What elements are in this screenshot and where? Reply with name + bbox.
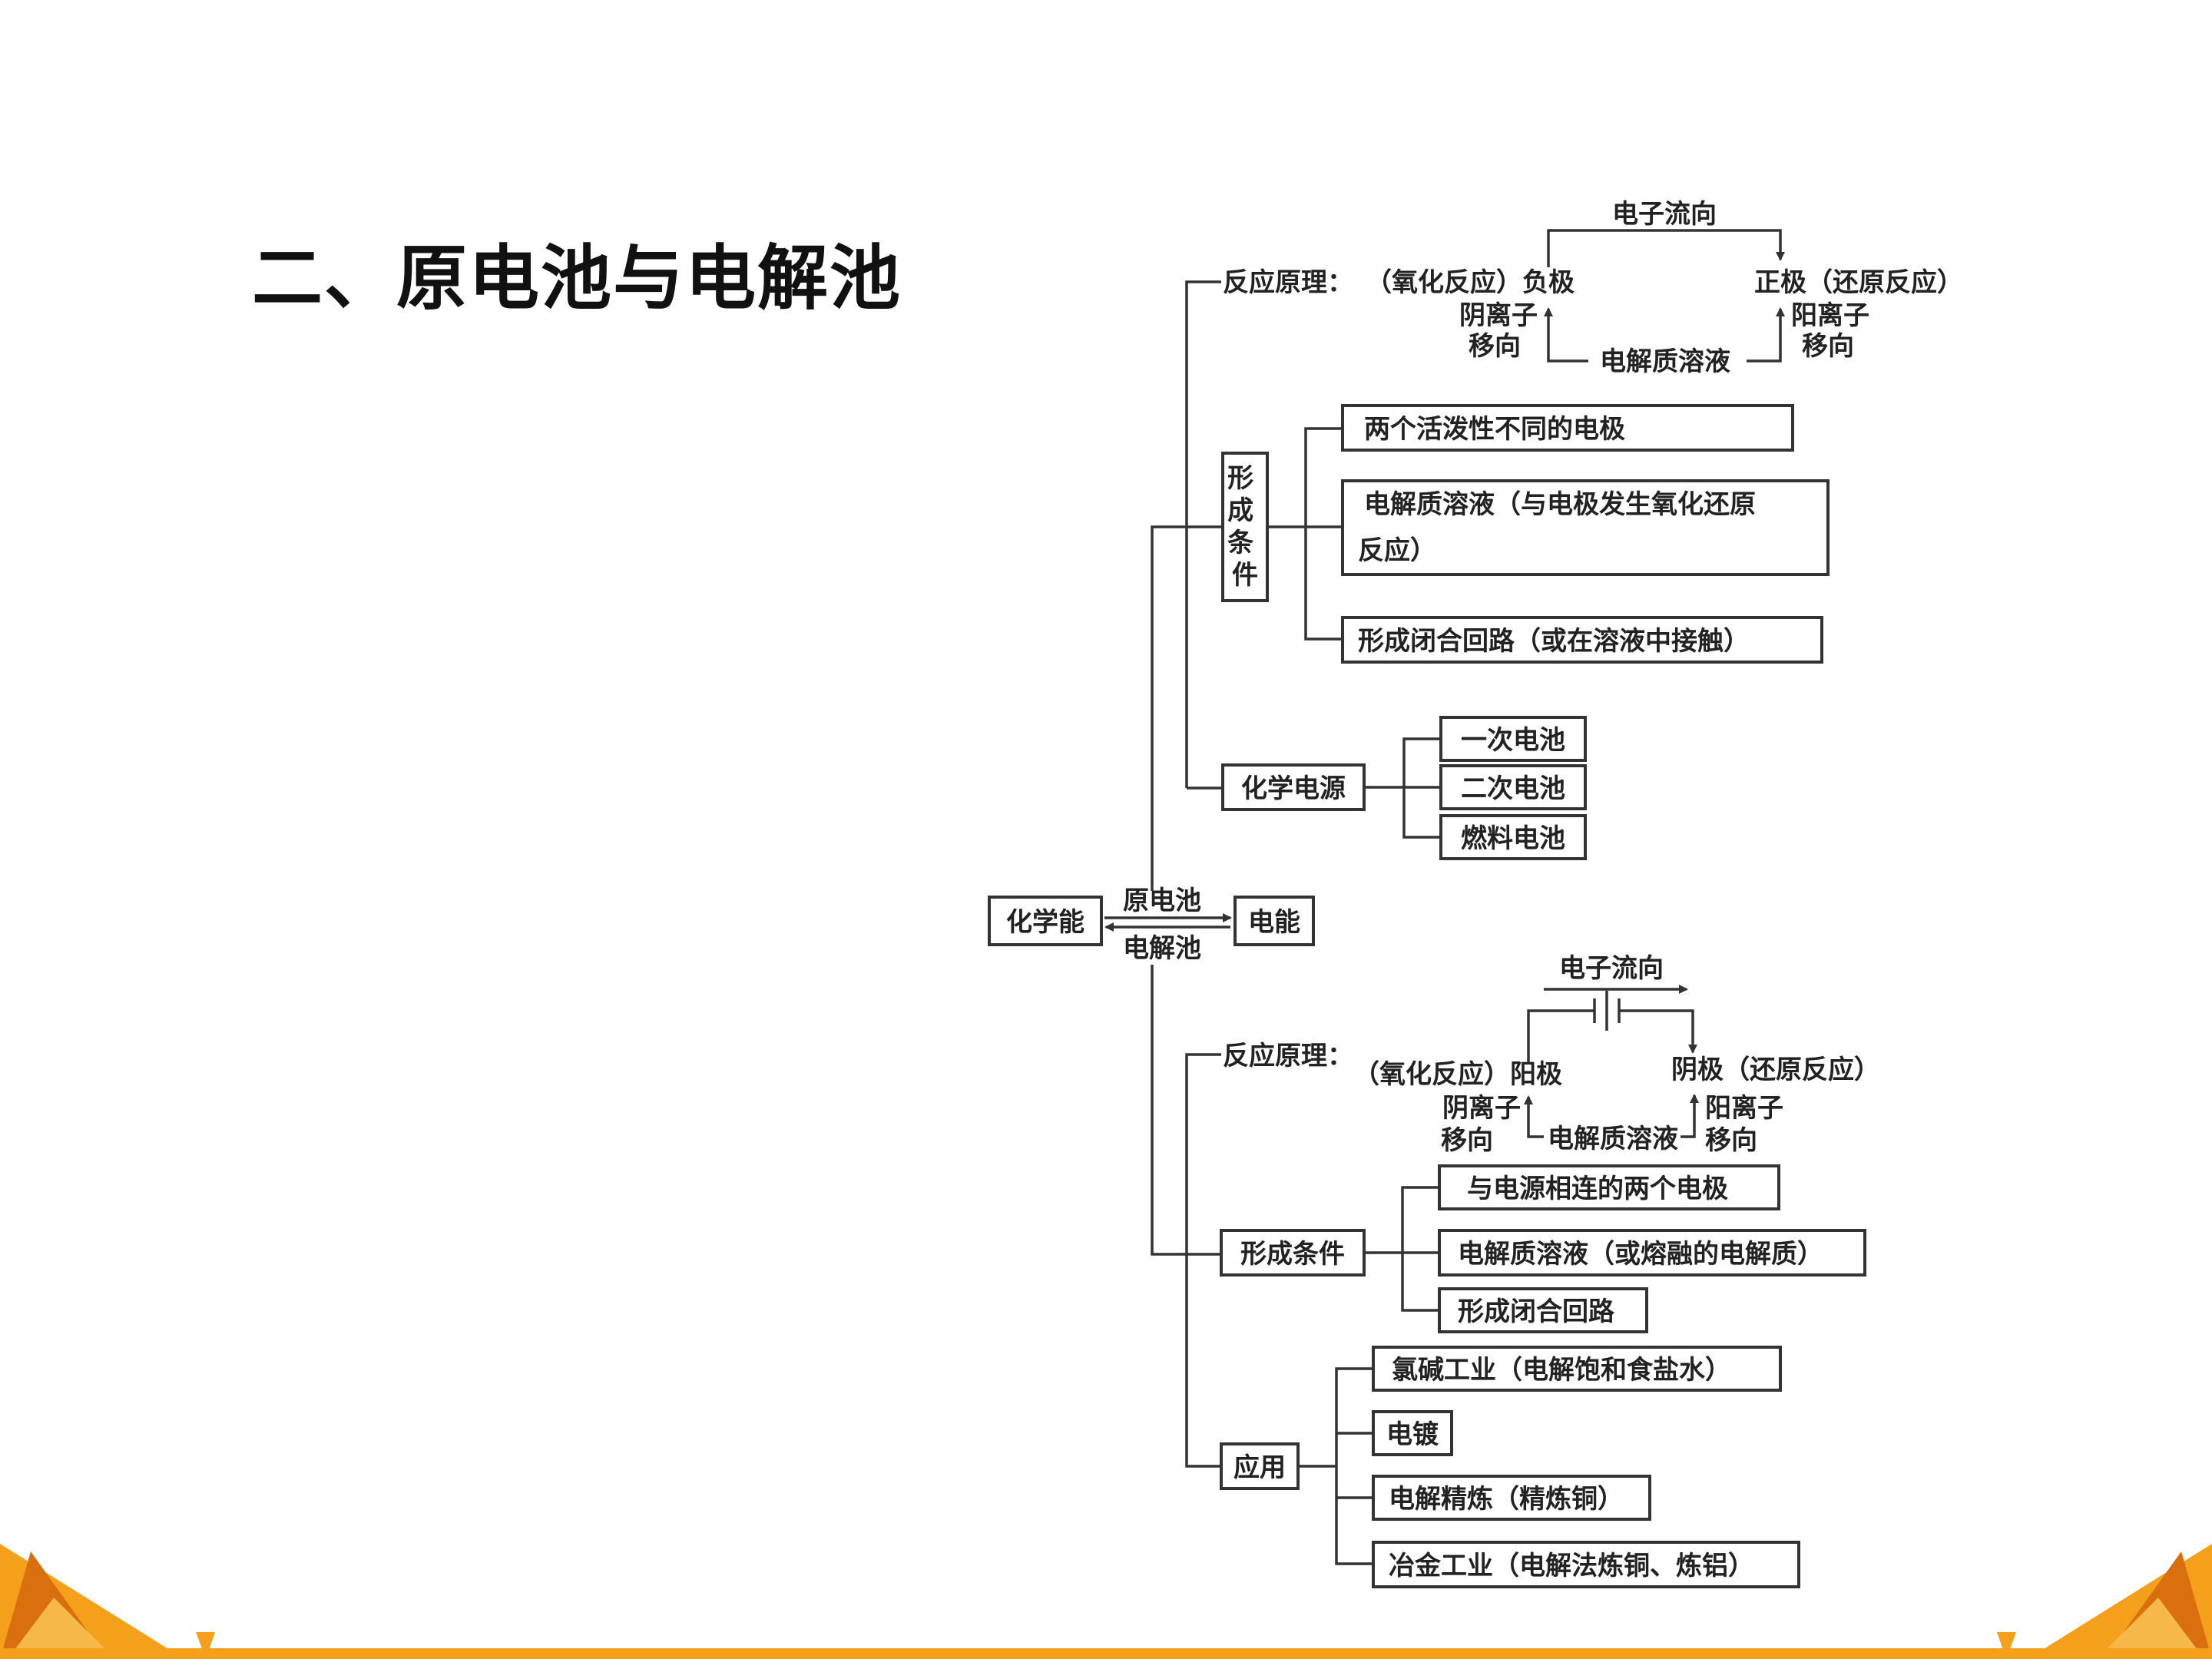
electrolytic-conditions-bracket (1401, 1186, 1439, 1312)
electrolytic-anion-line1: 阴离子 (1442, 1093, 1521, 1124)
electrolytic-cation-arrow (1681, 1094, 1699, 1138)
galvanic-cation-line2: 移向 (1802, 331, 1854, 362)
application-2-box (1372, 1410, 1453, 1456)
electrolytic-principle-label: 反应原理： (1223, 1041, 1353, 1071)
electric-energy-box (1233, 896, 1315, 946)
galvanic-anion-line1: 阴离子 (1459, 300, 1538, 331)
electrolytic-condition-2: 电解质溶液（或熔融的电解质） (1458, 1239, 1823, 1270)
electrolytic-conditions-label: 形成条件 (1240, 1239, 1345, 1270)
galvanic-negative-pole: （氧化反应）负极 (1366, 267, 1575, 298)
electrolytic-cation-line2: 移向 (1705, 1125, 1757, 1156)
galvanic-condition-1: 两个活泼性不同的电极 (1364, 414, 1625, 445)
galvanic-condition-2a: 电解质溶液（与电极发生氧化还原 (1364, 489, 1756, 520)
electrolytic-conditions-box (1220, 1229, 1366, 1277)
application-1: 氯碱工业（电解饱和食盐水） (1392, 1355, 1731, 1386)
application-3: 电解精炼（精炼铜） (1389, 1484, 1624, 1515)
galvanic-cation-arrow (1747, 307, 1785, 363)
galvanic-principle-branch (1185, 280, 1221, 527)
galvanic-conditions-bracket (1304, 427, 1343, 641)
power-item-2-box (1439, 764, 1587, 810)
footer-bar (0, 1648, 2212, 1659)
decorative-corner-right (1997, 1544, 2212, 1659)
galvanic-electrolyte-label: 电解质溶液 (1600, 346, 1730, 377)
electrolytic-principle-branch (1185, 1053, 1221, 1254)
application-1-box (1372, 1346, 1782, 1392)
galvanic-conditions-label: 形 成 条 件 (1227, 463, 1263, 591)
electrolytic-condition-2-box (1438, 1229, 1866, 1277)
galvanic-trunk (1151, 525, 1223, 891)
electrolytic-electron-flow-label: 电子流向 (1559, 953, 1664, 984)
applications-box (1220, 1442, 1300, 1490)
chemical-power-label: 化学电源 (1241, 773, 1346, 804)
galvanic-electron-flow-arrow (1547, 229, 1785, 267)
galvanic-condition-3-box (1341, 616, 1823, 664)
power-item-2: 二次电池 (1461, 773, 1565, 804)
electrolytic-condition-3: 形成闭合回路 (1458, 1296, 1615, 1327)
power-item-1: 一次电池 (1461, 725, 1565, 756)
chemical-power-box (1221, 763, 1366, 811)
application-3-box (1372, 1475, 1651, 1521)
electrolytic-cell-label: 电解池 (1123, 933, 1201, 964)
chemical-energy-box (988, 896, 1103, 946)
power-item-3-box (1439, 814, 1587, 860)
battery-symbol-icon (1527, 991, 1697, 1063)
electrolytic-condition-3-box (1438, 1287, 1648, 1333)
application-2: 电镀 (1386, 1419, 1439, 1450)
galvanic-condition-3: 形成闭合回路（或在溶液中接触） (1358, 626, 1750, 657)
applications-bracket (1335, 1367, 1373, 1565)
galvanic-principle-label: 反应原理： (1223, 267, 1353, 298)
electrolytic-cathode: 阴极（还原反应） (1671, 1055, 1880, 1085)
electrolytic-electrolyte-label: 电解质溶液 (1548, 1124, 1678, 1154)
applications-label: 应用 (1233, 1452, 1286, 1483)
galvanic-cell-label: 原电池 (1123, 886, 1201, 916)
electrolytic-anode: （氧化反应）阳极 (1353, 1059, 1562, 1090)
electrolytic-trunk (1151, 965, 1221, 1256)
galvanic-anion-line2: 移向 (1469, 331, 1521, 362)
electrolytic-anion-arrow (1524, 1095, 1544, 1138)
power-item-1-box (1439, 716, 1587, 762)
electric-energy-label: 电能 (1248, 907, 1300, 938)
electrolytic-condition-1: 与电源相连的两个电极 (1467, 1174, 1728, 1204)
galvanic-anion-arrow (1544, 307, 1588, 363)
galvanic-positive-pole: 正极（还原反应） (1754, 267, 1963, 298)
power-item-3: 燃料电池 (1461, 823, 1565, 854)
galvanic-condition-2b: 反应） (1358, 535, 1436, 566)
electrolytic-cation-line1: 阳离子 (1705, 1093, 1783, 1124)
electrolytic-anion-line2: 移向 (1441, 1125, 1493, 1156)
application-4: 冶金工业（电解法炼铜、炼铝） (1389, 1551, 1754, 1581)
galvanic-cation-line1: 阳离子 (1791, 300, 1869, 331)
galvanic-electron-flow-label: 电子流向 (1612, 199, 1717, 230)
electrolytic-apps-branch (1185, 1254, 1221, 1468)
slide-title: 二、原电池与电解池 (252, 237, 902, 320)
electrolytic-condition-1-box (1438, 1164, 1780, 1210)
application-4-box (1372, 1541, 1800, 1588)
galvanic-condition-1-box (1341, 404, 1794, 452)
galvanic-condition-2-box (1341, 479, 1830, 576)
chemical-energy-label: 化学能 (1006, 907, 1084, 938)
decorative-corner-left (0, 1544, 215, 1659)
